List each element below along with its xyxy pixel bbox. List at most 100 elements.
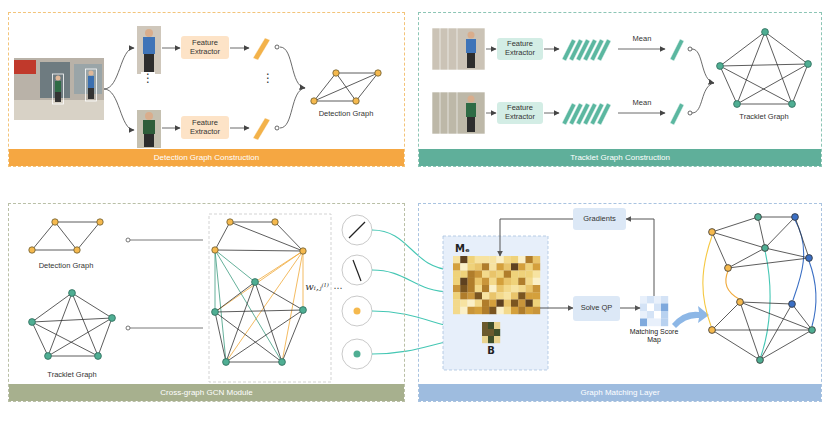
weight-gauge	[342, 339, 372, 369]
heatmap-cell	[518, 278, 525, 285]
heatmap-cell	[518, 285, 525, 292]
update-arrow	[672, 306, 709, 328]
heatmap-cell	[489, 278, 496, 285]
heatmap-cell	[640, 319, 647, 327]
tracklet-graph	[734, 101, 741, 108]
heatmap-cell	[640, 296, 647, 304]
cross-edges	[215, 250, 216, 312]
heatmap-cell	[460, 271, 467, 278]
matched-graph	[712, 232, 765, 248]
heatmap-cell	[475, 307, 482, 314]
tracklet-graph	[48, 318, 112, 356]
crop-arrow	[104, 48, 134, 130]
heatmap-cell	[533, 263, 540, 270]
tracklet-graph	[789, 101, 796, 108]
heatmap-cell	[640, 311, 647, 319]
process-box: Feature Extractor	[497, 102, 543, 124]
tracklet-graph	[69, 290, 76, 297]
gcn-box	[209, 214, 331, 382]
heatmap-cell	[453, 292, 460, 299]
feature-stack	[597, 39, 611, 61]
gcn-graphs	[215, 222, 230, 250]
matched-graph	[765, 248, 809, 258]
flow-arrow	[540, 308, 573, 309]
heatmap-cell	[661, 311, 668, 319]
crop-arrow	[104, 89, 134, 130]
gcn-graphs	[215, 312, 282, 362]
heatmap-cell	[475, 271, 482, 278]
heatmap-cell	[511, 285, 518, 292]
cross-edges	[215, 250, 226, 362]
heatmap-cell	[526, 292, 533, 299]
heatmap-cell	[647, 311, 654, 319]
feature-stack	[670, 39, 684, 61]
matched-graph	[709, 229, 716, 236]
weight-gauge	[354, 308, 361, 315]
detection-graph	[336, 73, 378, 74]
heatmap-cell	[475, 300, 482, 307]
matching-links	[809, 261, 816, 326]
heatmap-cell	[475, 256, 482, 263]
heatmap-cell	[511, 271, 518, 278]
heatmap-cell	[504, 271, 511, 278]
heatmap-cell	[533, 292, 540, 299]
heatmap-cell	[468, 278, 475, 285]
process-box: Feature Extractor	[497, 38, 543, 60]
tracklet-graph	[32, 322, 48, 356]
gcn-graphs	[223, 359, 230, 366]
heatmap-cell	[482, 322, 500, 343]
section-panel: Graph Matching LayerGradientsMₑBSolve QP…	[418, 203, 822, 402]
detection-graph	[32, 222, 55, 250]
street-photo	[14, 60, 36, 74]
flow-arrow	[280, 88, 305, 128]
heatmap-cell	[533, 285, 540, 292]
flow-arrow	[486, 113, 496, 114]
matching-links	[703, 236, 712, 326]
heatmap-cell	[518, 271, 525, 278]
heatmap-cell	[489, 271, 496, 278]
heatmap-cell	[518, 263, 525, 270]
heatmap-cell	[482, 285, 489, 292]
heatmap-cell	[511, 307, 518, 314]
heatmap-cell	[526, 300, 533, 307]
flow-arrow	[230, 48, 249, 49]
tracklet-graph	[32, 293, 112, 356]
detection-graph	[29, 247, 35, 253]
heatmap-cell	[647, 319, 654, 327]
heatmap-cell	[468, 263, 475, 270]
feature-vector	[253, 38, 270, 60]
heatmap-cell	[504, 263, 511, 270]
detection-graph	[311, 70, 381, 104]
heatmap-cell	[518, 292, 525, 299]
street-photo	[86, 69, 97, 101]
heatmap-cell	[482, 329, 488, 336]
heatmap-cell	[497, 307, 504, 314]
text-label: Detection Graph	[318, 110, 375, 119]
section-panel: Tracklet Graph ConstructionFeature Extra…	[418, 12, 822, 167]
text-label: ⋮	[261, 72, 275, 86]
heatmap-cell	[482, 322, 488, 329]
heatmap-cell	[647, 304, 654, 312]
gcn-graphs	[255, 282, 303, 310]
feature-dot	[688, 47, 692, 51]
heatmap-cell	[488, 336, 494, 343]
flow-arrow	[162, 48, 180, 49]
matched-graph	[737, 299, 744, 306]
gcn-graphs	[227, 219, 233, 225]
heatmap-cell	[518, 307, 525, 314]
heatmap-cell	[460, 285, 467, 292]
matched-graph	[712, 330, 812, 331]
person-crop	[137, 110, 161, 148]
detection-graph	[314, 73, 378, 101]
gcn-graphs	[279, 359, 286, 366]
heatmap-cell	[497, 278, 504, 285]
detection-graph	[314, 73, 378, 101]
cross-edges	[215, 251, 303, 362]
matching-links	[726, 271, 739, 299]
detection-graph	[311, 98, 317, 104]
tracklet-graph	[717, 29, 812, 108]
matched-graph	[758, 217, 795, 218]
street-photo	[14, 58, 104, 120]
heatmap-cell	[468, 256, 475, 263]
tracklet-graph	[720, 66, 737, 104]
